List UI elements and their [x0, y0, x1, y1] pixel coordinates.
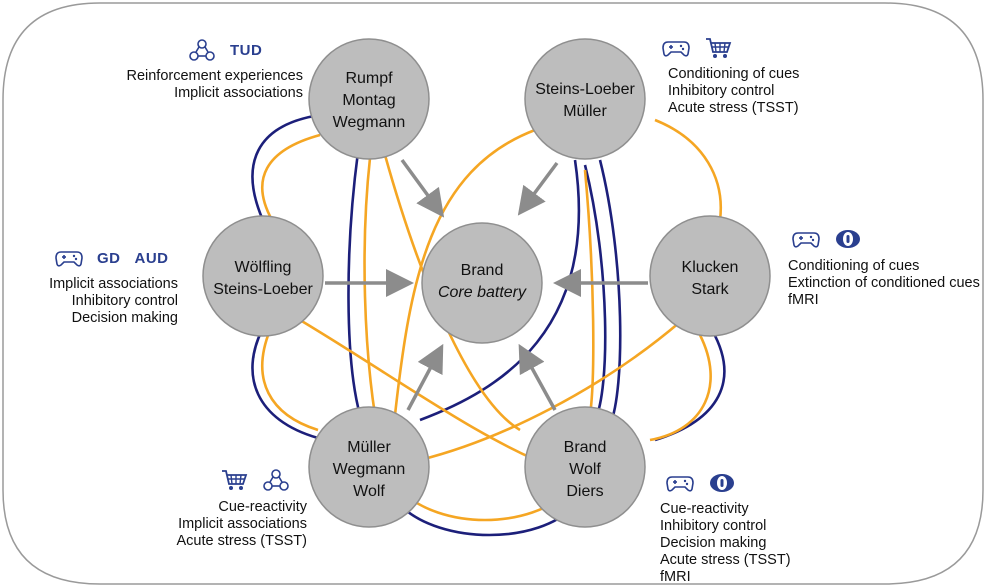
- topic-item: Implicit associations: [174, 85, 303, 101]
- gamepad-icon: [662, 41, 690, 57]
- node-name: Brand: [564, 439, 607, 456]
- link-navy-topleft-bottomleft-a: [347, 151, 362, 416]
- topic-list-bottom-left: Cue-reactivity Implicit associations Acu…: [176, 499, 307, 550]
- navy-links: [251, 113, 726, 537]
- node-right: Klucken Stark: [649, 215, 771, 337]
- arrow-bottomleft-to-center: [406, 343, 444, 411]
- node-name: Wölfling: [235, 259, 292, 276]
- people-network-icon: [263, 469, 289, 491]
- topic-list-left: Implicit associations Inhibitory control…: [49, 276, 178, 327]
- node-name: Stark: [691, 281, 729, 298]
- topic-item: Acute stress (TSST): [668, 100, 799, 116]
- topic-item: Inhibitory control: [668, 83, 775, 99]
- node-name: Steins-Loeber: [535, 81, 635, 98]
- link-orange-left-bottomleft: [261, 329, 319, 432]
- eye-icon: [710, 474, 734, 492]
- eye-icon: [836, 230, 860, 248]
- icon-row-top-right: [662, 36, 732, 60]
- tag-aud: AUD: [134, 249, 169, 267]
- link-orange-topleft-bottomleft-b: [363, 157, 377, 416]
- node-name: Wolf: [569, 461, 601, 478]
- topic-list-top-left: Reinforcement experiences Implicit assoc…: [126, 68, 303, 102]
- arrow-bottomright-to-center: [518, 343, 557, 411]
- tag-gd: GD: [97, 249, 121, 267]
- topic-item: fMRI: [660, 569, 691, 585]
- topic-list-top-right: Conditioning of cues Inhibitory control …: [668, 66, 799, 117]
- node-name: Wegmann: [333, 114, 406, 131]
- topic-item: Acute stress (TSST): [176, 533, 307, 549]
- center-label-line2: Core battery: [438, 284, 527, 301]
- link-orange-topleft-left: [261, 133, 321, 221]
- topic-list-bottom-right: Cue-reactivity Inhibitory control Decisi…: [660, 501, 791, 586]
- gamepad-icon: [792, 232, 820, 248]
- topic-item: Inhibitory control: [71, 293, 178, 309]
- icon-row-left: GD AUD: [55, 246, 169, 270]
- shopping-cart-icon: [222, 470, 248, 490]
- node-name: Diers: [566, 483, 603, 500]
- link-navy-left-bottomleft: [251, 329, 319, 440]
- icon-row-top-left: TUD: [188, 38, 262, 62]
- topic-item: Conditioning of cues: [788, 258, 920, 274]
- icon-row-bottom-left: [220, 468, 290, 492]
- arrows-to-center: [325, 158, 648, 411]
- link-navy-topright-bottomleft: [419, 159, 581, 422]
- topic-item: Extinction of conditioned cues: [788, 275, 980, 291]
- tag-tud: TUD: [230, 41, 263, 59]
- node-name: Wolf: [353, 483, 385, 500]
- link-orange-topright-bottomleft: [393, 128, 536, 416]
- link-orange-right-bottomright: [649, 334, 712, 442]
- node-name: Wegmann: [333, 461, 406, 478]
- topic-list-right: Conditioning of cues Extinction of condi…: [788, 258, 980, 309]
- topic-item: Reinforcement experiences: [126, 68, 303, 84]
- icon-row-right: [792, 227, 862, 251]
- node-top-left: Rumpf Montag Wegmann: [308, 38, 430, 160]
- node-name: Montag: [342, 92, 395, 109]
- node-bottom-left: Müller Wegmann Wolf: [308, 406, 430, 528]
- node-bottom-right: Brand Wolf Diers: [524, 406, 646, 528]
- link-navy-topright-bottomright-a: [583, 164, 607, 421]
- topic-item: Inhibitory control: [660, 518, 767, 534]
- arrow-topright-to-center: [517, 161, 559, 216]
- link-orange-right-bottomleft: [419, 321, 681, 462]
- shopping-cart-icon: [706, 38, 732, 58]
- node-name: Rumpf: [345, 70, 393, 87]
- center-label-line1: Brand: [461, 262, 504, 279]
- topic-item: Conditioning of cues: [668, 66, 800, 82]
- node-name: Müller: [563, 103, 607, 120]
- node-name: Steins-Loeber: [213, 281, 313, 298]
- arrow-topleft-to-center: [400, 158, 445, 218]
- node-left: Wölfling Steins-Loeber: [202, 215, 324, 337]
- node-name: Müller: [347, 439, 391, 456]
- link-navy-topleft-left: [251, 113, 321, 219]
- topic-item: Decision making: [660, 535, 767, 551]
- node-top-right: Steins-Loeber Müller: [524, 38, 646, 160]
- topic-item: Decision making: [71, 310, 178, 326]
- topic-item: Acute stress (TSST): [660, 552, 791, 568]
- people-network-icon: [189, 39, 215, 61]
- topic-item: Implicit associations: [49, 276, 178, 292]
- link-orange-topright-right: [654, 118, 723, 221]
- node-name: Klucken: [682, 259, 739, 276]
- topic-item: Implicit associations: [178, 516, 307, 532]
- gamepad-icon: [666, 476, 694, 492]
- topic-item: Cue-reactivity: [660, 501, 749, 517]
- node-center: Brand Core battery: [421, 222, 543, 344]
- icon-row-bottom-right: [666, 471, 736, 495]
- gamepad-icon: [55, 251, 83, 267]
- link-orange-topright-bottomright: [583, 169, 595, 416]
- topic-item: Cue-reactivity: [218, 499, 307, 515]
- link-navy-topright-bottomright-b: [598, 159, 622, 426]
- topic-item: fMRI: [788, 292, 819, 308]
